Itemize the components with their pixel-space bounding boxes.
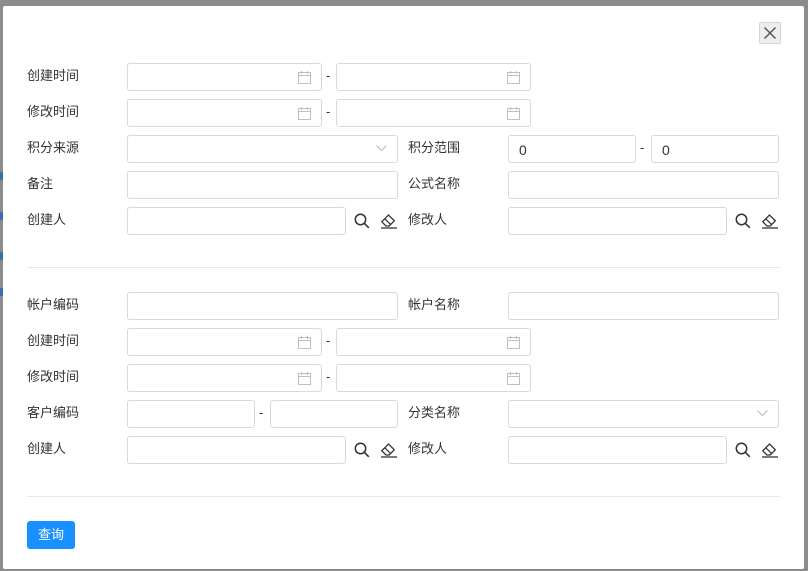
creator-input[interactable] [127, 207, 346, 235]
chevron-down-icon [757, 410, 768, 417]
created-time-end-picker[interactable] [336, 63, 531, 91]
footer-divider [27, 496, 780, 497]
remark-input[interactable] [127, 171, 398, 199]
search-dialog: 创建时间 - 修改时间 - 积分来源 积分范围 0 - 0 备注 公式名称 创建… [3, 6, 804, 569]
background-edge-mark [0, 252, 3, 260]
background-edge-mark [0, 288, 3, 296]
calendar-icon [298, 107, 311, 120]
points-range-max-input[interactable]: 0 [651, 135, 779, 163]
account-name-label: 帐户名称 [408, 297, 461, 312]
creator-label: 创建人 [27, 212, 67, 227]
range-separator: - [326, 369, 331, 384]
formula-name-label: 公式名称 [408, 176, 461, 191]
created-time-start-picker[interactable] [127, 328, 322, 356]
search-icon[interactable] [735, 442, 751, 458]
calendar-icon [298, 71, 311, 84]
account-code-input[interactable] [127, 292, 398, 320]
modified-time-label: 修改时间 [27, 104, 80, 119]
points-range-min-input[interactable]: 0 [508, 135, 636, 163]
remark-label: 备注 [27, 176, 54, 191]
customer-code-start-input[interactable] [127, 400, 255, 428]
category-name-label: 分类名称 [408, 405, 461, 420]
background-edge-mark [0, 212, 3, 220]
created-time-label: 创建时间 [27, 68, 80, 83]
eraser-icon[interactable] [761, 213, 779, 229]
points-range-label: 积分范围 [408, 140, 461, 155]
eraser-icon[interactable] [761, 442, 779, 458]
points-source-label: 积分来源 [27, 140, 80, 155]
account-code-label: 帐户编码 [27, 297, 80, 312]
category-name-select[interactable] [508, 400, 779, 428]
eraser-icon[interactable] [380, 213, 398, 229]
created-time-start-picker[interactable] [127, 63, 322, 91]
search-icon[interactable] [354, 213, 370, 229]
calendar-icon [298, 372, 311, 385]
account-name-input[interactable] [508, 292, 779, 320]
created-time-end-picker[interactable] [336, 328, 531, 356]
range-separator: - [259, 405, 264, 420]
background-edge-mark [0, 172, 3, 180]
modified-time-start-picker[interactable] [127, 364, 322, 392]
modifier-label: 修改人 [408, 212, 448, 227]
search-icon[interactable] [735, 213, 751, 229]
close-button[interactable] [759, 22, 781, 44]
modified-time-label: 修改时间 [27, 369, 80, 384]
created-time-label: 创建时间 [27, 333, 80, 348]
modifier-label: 修改人 [408, 441, 448, 456]
points-range-max-value: 0 [662, 142, 670, 158]
range-separator: - [326, 104, 331, 119]
points-range-min-value: 0 [519, 142, 527, 158]
formula-name-input[interactable] [508, 171, 779, 199]
calendar-icon [507, 107, 520, 120]
eraser-icon[interactable] [380, 442, 398, 458]
customer-code-label: 客户编码 [27, 405, 80, 420]
customer-code-end-input[interactable] [270, 400, 398, 428]
calendar-icon [507, 71, 520, 84]
modifier-input[interactable] [508, 207, 727, 235]
calendar-icon [507, 372, 520, 385]
query-button[interactable]: 查询 [27, 521, 75, 549]
range-separator: - [326, 68, 331, 83]
modified-time-end-picker[interactable] [336, 364, 531, 392]
range-separator: - [326, 333, 331, 348]
creator-input[interactable] [127, 436, 346, 464]
close-icon [763, 26, 777, 40]
modified-time-end-picker[interactable] [336, 99, 531, 127]
section-divider [27, 267, 780, 268]
range-separator: - [640, 140, 645, 155]
points-source-select[interactable] [127, 135, 398, 163]
search-icon[interactable] [354, 442, 370, 458]
calendar-icon [298, 336, 311, 349]
creator-label: 创建人 [27, 441, 67, 456]
chevron-down-icon [376, 145, 387, 152]
modified-time-start-picker[interactable] [127, 99, 322, 127]
calendar-icon [507, 336, 520, 349]
modifier-input[interactable] [508, 436, 727, 464]
